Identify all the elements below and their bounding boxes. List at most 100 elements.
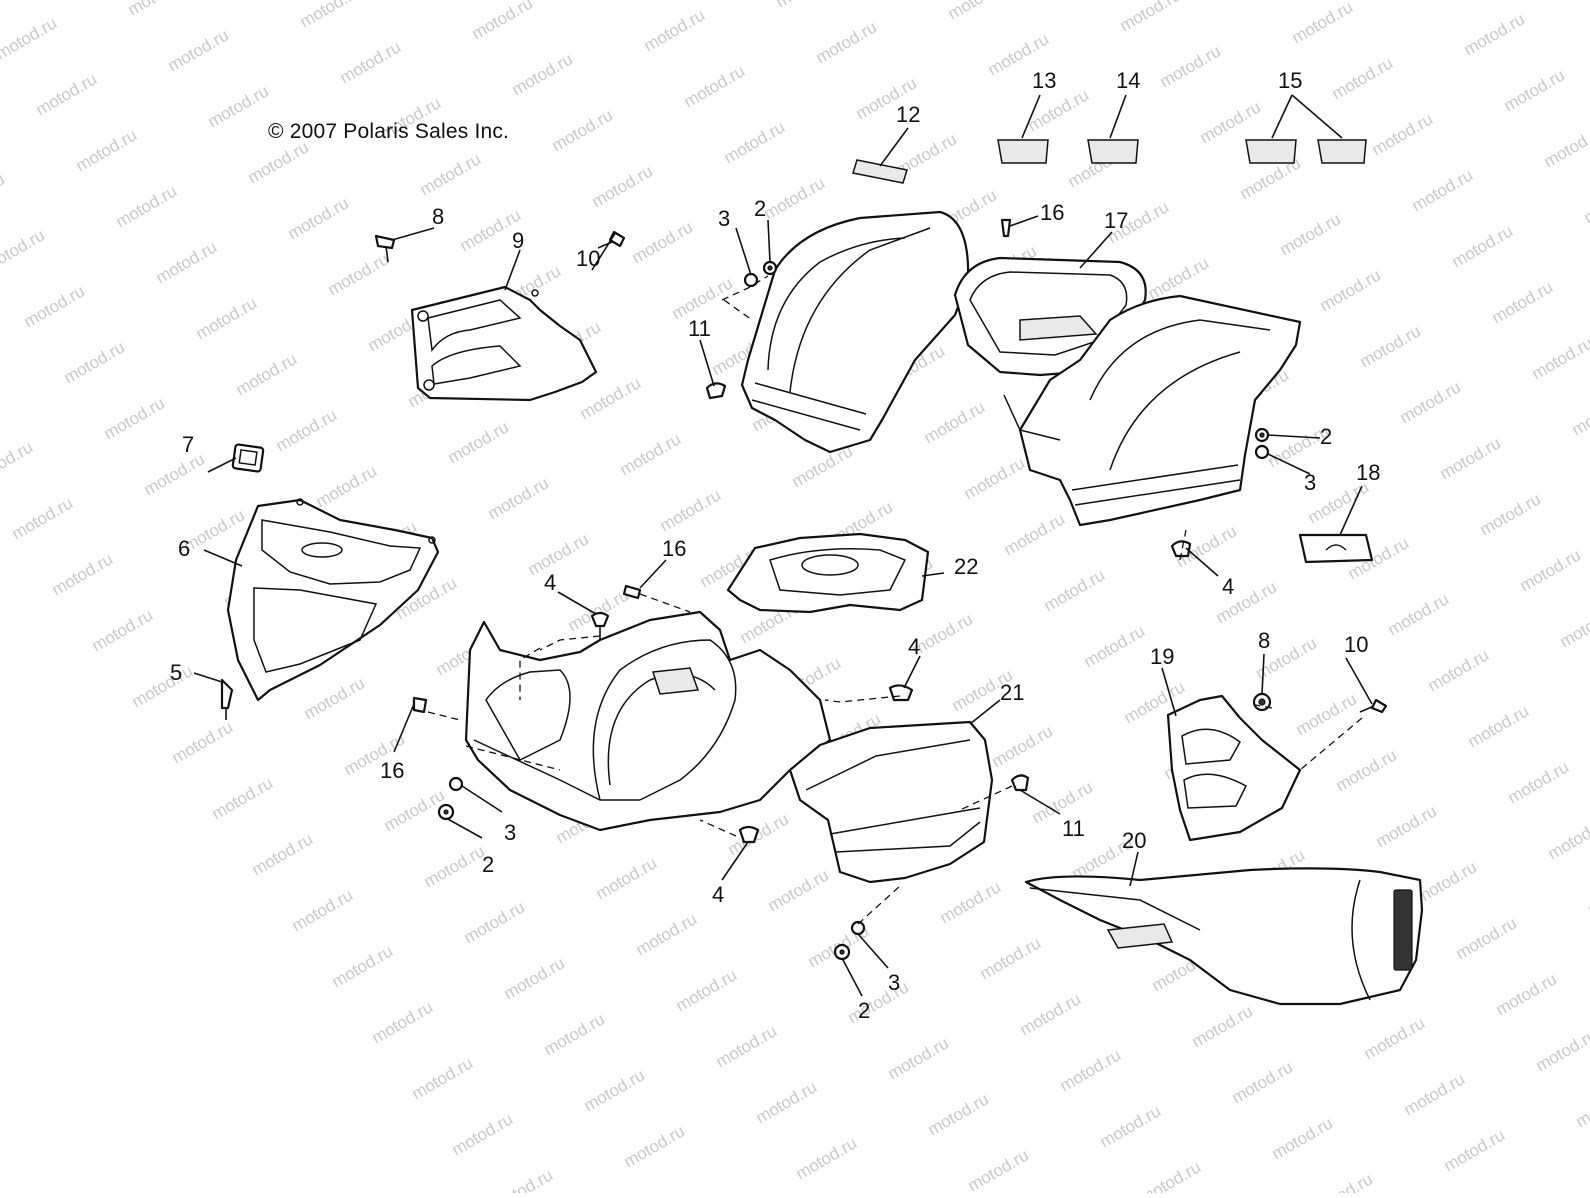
watermark-text: motod.ru [1489, 277, 1557, 327]
watermark-text: motod.ru [461, 897, 529, 947]
callout-6: 6 [178, 536, 190, 561]
watermark-text: motod.ru [9, 493, 77, 543]
callout-2-front-bottom: 2 [858, 998, 870, 1023]
watermark-text: motod.ru [977, 933, 1045, 983]
watermark-text: motod.ru [1001, 509, 1069, 559]
watermark-text: motod.ru [469, 0, 537, 43]
watermark-text: motod.ru [125, 0, 193, 19]
watermark-text: motod.ru [301, 673, 369, 723]
watermark-text: motod.ru [0, 437, 36, 487]
watermark-text: motod.ru [337, 37, 405, 87]
watermark-text: motod.ru [621, 1121, 689, 1171]
watermark-text: motod.ru [1357, 321, 1425, 371]
watermark-text: motod.ru [1437, 433, 1505, 483]
part-2-nut-front-bottom [835, 945, 849, 959]
part-15-decal-left [1246, 140, 1296, 163]
watermark-text: motod.ru [1493, 969, 1561, 1019]
callout-3-front-bottom: 3 [888, 970, 900, 995]
watermark-text: motod.ru [245, 137, 313, 187]
watermark-text: motod.ru [249, 829, 317, 879]
watermark-text: motod.ru [617, 429, 685, 479]
watermark-text: motod.ru [369, 997, 437, 1047]
watermark-text: motod.ru [925, 1089, 993, 1139]
callout-3-rear-left: 3 [718, 206, 730, 231]
watermark-text: motod.ru [509, 49, 577, 99]
watermark-text: motod.ru [629, 217, 697, 267]
watermark-text: motod.ru [1157, 41, 1225, 91]
watermark-text: motod.ru [1533, 1025, 1590, 1075]
callout-11-front: 11 [1062, 816, 1085, 841]
part-14-decal [1088, 140, 1138, 163]
watermark-text: motod.ru [0, 169, 8, 219]
watermark-text: motod.ru [761, 173, 829, 223]
watermark-text: motod.ru [1041, 565, 1109, 615]
watermark-text: motod.ru [1401, 1069, 1469, 1119]
watermark-text: motod.ru [209, 773, 277, 823]
watermark-text: motod.ru [673, 965, 741, 1015]
callout-16-front-top: 16 [662, 536, 686, 561]
watermark-text: motod.ru [449, 1109, 517, 1159]
watermark-text: motod.ru [285, 193, 353, 243]
watermark-text: motod.ru [1461, 9, 1529, 59]
watermark-text: motod.ru [577, 373, 645, 423]
watermark-text: motod.ru [169, 717, 237, 767]
watermark-text: motod.ru [753, 1077, 821, 1127]
watermark-text: motod.ru [549, 105, 617, 155]
part-4-fastener-front-bottom [740, 827, 758, 842]
callout-10-right: 10 [1344, 632, 1368, 657]
watermark-text: motod.ru [233, 349, 301, 399]
watermark-text: motod.ru [1453, 913, 1521, 963]
watermark-text: motod.ru [765, 865, 833, 915]
watermark-text: motod.ru [1557, 601, 1590, 651]
part-21-footwell [790, 722, 992, 882]
callout-3-rear-right: 3 [1304, 470, 1316, 495]
watermark-text: motod.ru [0, 13, 60, 63]
watermark-text: motod.ru [0, 0, 20, 7]
callout-2-rear-left: 2 [754, 196, 766, 221]
watermark-text: motod.ru [633, 909, 701, 959]
watermark-text: motod.ru [541, 1009, 609, 1059]
watermark-text: motod.ru [721, 117, 789, 167]
watermark-text: motod.ru [845, 977, 913, 1027]
watermark-text: motod.ru [1569, 389, 1590, 439]
watermark-text: motod.ru [153, 237, 221, 287]
watermark-text: motod.ru [657, 485, 725, 535]
part-20-seat [1026, 868, 1422, 1004]
watermark-text: motod.ru [989, 721, 1057, 771]
watermark-text: motod.ru [33, 69, 101, 119]
copyright-notice: © 2007 Polaris Sales Inc. [268, 120, 509, 144]
part-16-screw-rear [1002, 220, 1010, 236]
watermark-text: motod.ru [1385, 589, 1453, 639]
part-2-nut-rear-right [1256, 429, 1268, 441]
watermark-text: motod.ru [1505, 757, 1573, 807]
watermark-text: motod.ru [589, 161, 657, 211]
watermark-text: motod.ru [1501, 65, 1569, 115]
watermark-text: motod.ru [1189, 1001, 1257, 1051]
part-11-push-rivet-front [1012, 775, 1028, 790]
callout-10-top: 10 [576, 246, 600, 271]
watermark-text: motod.ru [313, 461, 381, 511]
watermark-text: motod.ru [945, 0, 1013, 23]
callout-12: 12 [896, 102, 920, 127]
watermark-text: motod.ru [1117, 0, 1185, 35]
callout-3-front-left: 3 [504, 820, 516, 845]
watermark-text: motod.ru [1333, 745, 1401, 795]
callout-22: 22 [954, 554, 978, 579]
watermark-text: motod.ru [1409, 165, 1477, 215]
watermark-text: motod.ru [193, 293, 261, 343]
watermark-text: motod.ru [1573, 1081, 1590, 1131]
callout-4-front-right: 4 [908, 634, 920, 659]
watermark-text: motod.ru [1317, 265, 1385, 315]
part-3-washer-front-left [450, 778, 462, 790]
part-15-decal-right [1318, 140, 1366, 163]
watermark-text: motod.ru [1137, 1157, 1205, 1193]
watermark-text: motod.ru [1097, 1101, 1165, 1151]
watermark-text: motod.ru [961, 453, 1029, 503]
watermark-text: motod.ru [525, 529, 593, 579]
watermark-text: motod.ru [297, 0, 365, 31]
part-5-screw [222, 680, 232, 720]
part-22-tank-cover [728, 534, 928, 612]
watermark-text: motod.ru [1477, 489, 1545, 539]
